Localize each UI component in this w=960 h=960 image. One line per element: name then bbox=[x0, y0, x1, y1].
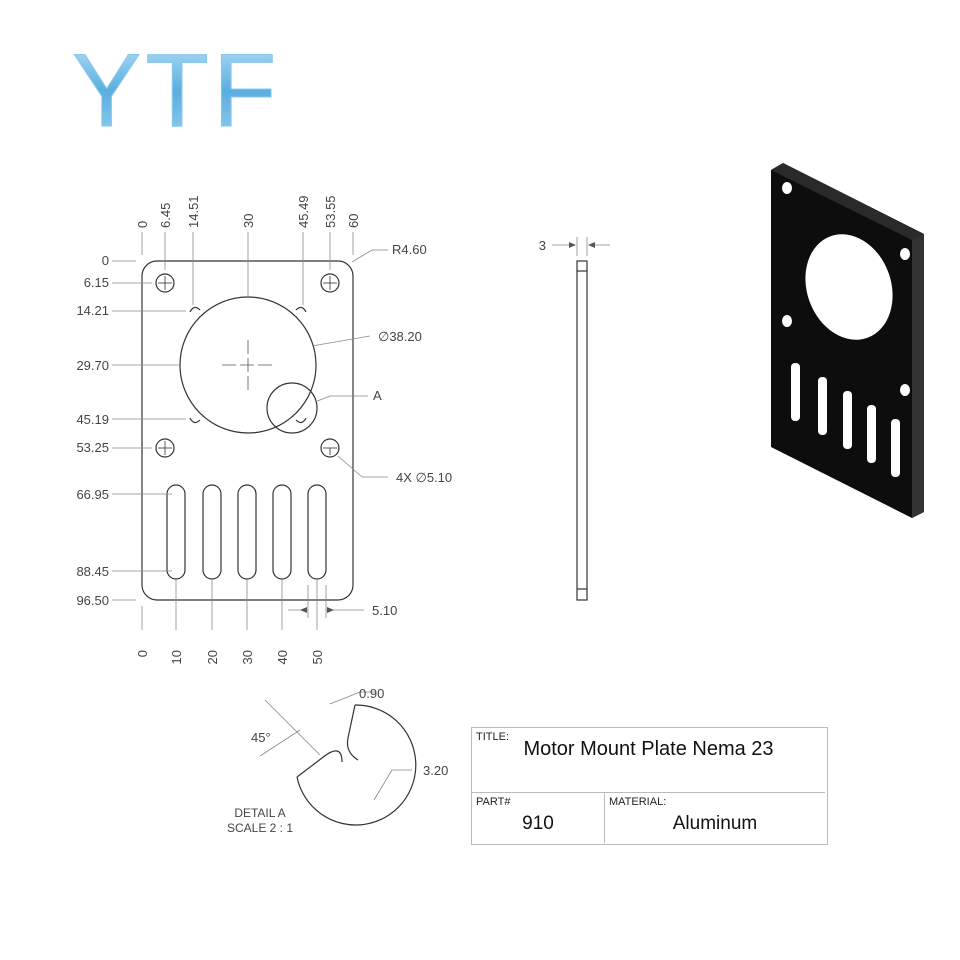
material-value: Aluminum bbox=[672, 813, 758, 834]
bottom-dim-label: 0 bbox=[135, 650, 150, 657]
mount-hole-tl bbox=[155, 273, 175, 293]
radius-callout: R4.60 bbox=[392, 242, 427, 257]
part-cell: PART# 910 bbox=[472, 793, 605, 843]
mount-hole-tr bbox=[320, 273, 340, 293]
detail-a-view bbox=[296, 704, 417, 826]
bore-callout: ∅38.20 bbox=[378, 329, 422, 344]
left-dim-label: 0 bbox=[102, 253, 109, 268]
bottom-dim-label: 30 bbox=[240, 650, 255, 664]
bottom-dim-label: 10 bbox=[169, 650, 184, 664]
detail-notch-width: 3.20 bbox=[423, 763, 448, 778]
material-cell: MATERIAL: Aluminum bbox=[605, 793, 825, 843]
top-dim-label: 0 bbox=[135, 221, 150, 228]
detail-a-marker bbox=[266, 382, 318, 434]
left-dim-label: 66.95 bbox=[76, 487, 109, 502]
detail-caption-1: DETAIL A bbox=[234, 806, 285, 820]
left-dim-label: 29.70 bbox=[76, 358, 109, 373]
detail-angle: 45° bbox=[251, 730, 271, 745]
top-dim-label: 14.51 bbox=[186, 195, 201, 228]
left-dim-label: 96.50 bbox=[76, 593, 109, 608]
title-cell: TITLE: Motor Mount Plate Nema 23 bbox=[472, 728, 825, 793]
plate-outline bbox=[141, 260, 354, 601]
part-value: 910 bbox=[522, 813, 554, 834]
detail-notch-depth: 0.90 bbox=[359, 686, 384, 701]
slots bbox=[166, 484, 327, 580]
hole-callout: 4X ∅5.10 bbox=[396, 470, 452, 485]
left-dim-label: 88.45 bbox=[76, 564, 109, 579]
part-label: PART# bbox=[476, 796, 511, 808]
bottom-dim-label: 50 bbox=[310, 650, 325, 664]
logo-text: YTF bbox=[72, 33, 280, 138]
ytf-logo: YTF bbox=[72, 33, 280, 139]
top-dim-label: 53.55 bbox=[323, 195, 338, 228]
left-dim-label: 14.21 bbox=[76, 303, 109, 318]
material-label: MATERIAL: bbox=[609, 796, 667, 808]
bottom-dim-label: 40 bbox=[275, 650, 290, 664]
mount-hole-bl bbox=[155, 438, 175, 458]
slot-width-callout: 5.10 bbox=[372, 603, 397, 618]
top-dim-label: 30 bbox=[241, 214, 256, 228]
top-dim-label: 45.49 bbox=[296, 195, 311, 228]
left-dim-label: 45.19 bbox=[76, 412, 109, 427]
detail-caption-2: SCALE 2 : 1 bbox=[227, 821, 293, 835]
bottom-dim-label: 20 bbox=[205, 650, 220, 664]
top-dim-label: 60 bbox=[346, 214, 361, 228]
title-block: TITLE: Motor Mount Plate Nema 23 PART# 9… bbox=[471, 727, 828, 845]
side-view-plate bbox=[576, 260, 588, 601]
mount-hole-br bbox=[320, 438, 340, 458]
top-dim-label: 6.45 bbox=[158, 203, 173, 228]
title-value: Motor Mount Plate Nema 23 bbox=[523, 738, 774, 760]
thickness-label: 3 bbox=[539, 238, 546, 253]
title-label: TITLE: bbox=[476, 731, 510, 743]
isometric-plate bbox=[771, 163, 924, 518]
detail-ref-label: A bbox=[373, 388, 382, 403]
left-dim-label: 53.25 bbox=[76, 440, 109, 455]
left-dim-label: 6.15 bbox=[84, 275, 109, 290]
